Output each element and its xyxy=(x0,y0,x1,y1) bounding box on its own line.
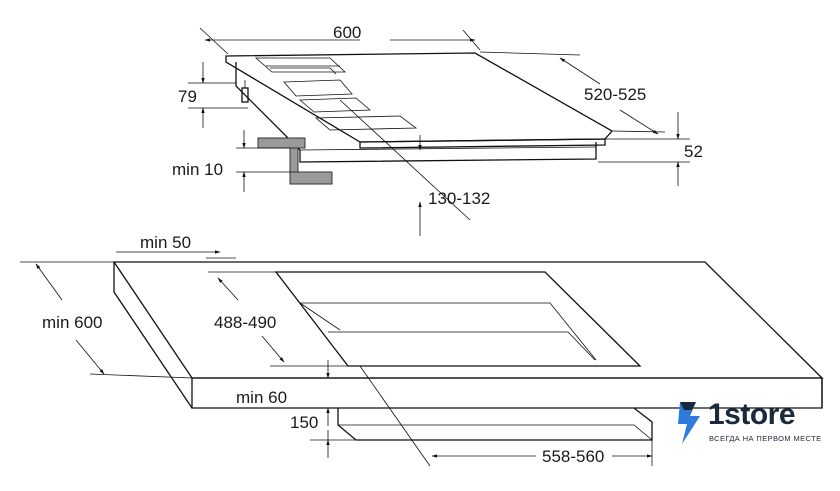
mounting-clip xyxy=(257,137,333,185)
dim-width-600: 600 xyxy=(333,23,361,42)
dim-height-52: 52 xyxy=(684,142,703,161)
dim-height-150: 150 xyxy=(290,413,318,432)
dim-min-10: min 10 xyxy=(172,160,223,179)
logo-name: 1store xyxy=(708,398,796,431)
dim-cutout-488-490: 488-490 xyxy=(214,313,276,332)
worktop-drawing xyxy=(112,261,824,441)
dim-offset-130-132: 130-132 xyxy=(428,189,490,208)
dim-min-600: min 600 xyxy=(42,313,102,332)
dim-min-60: min 60 xyxy=(236,388,287,407)
hob-drawing xyxy=(225,52,614,163)
lightning-bolt-icon xyxy=(678,402,700,444)
dim-cutout-558-560: 558-560 xyxy=(542,447,604,466)
dim-depth-520-525: 520-525 xyxy=(584,85,646,104)
dim-min-50: min 50 xyxy=(140,233,191,252)
store-logo: 1store ВСЕГДА НА ПЕРВОМ МЕСТЕ xyxy=(676,398,826,448)
dim-height-79: 79 xyxy=(178,87,197,106)
logo-tagline: ВСЕГДА НА ПЕРВОМ МЕСТЕ xyxy=(709,434,822,443)
